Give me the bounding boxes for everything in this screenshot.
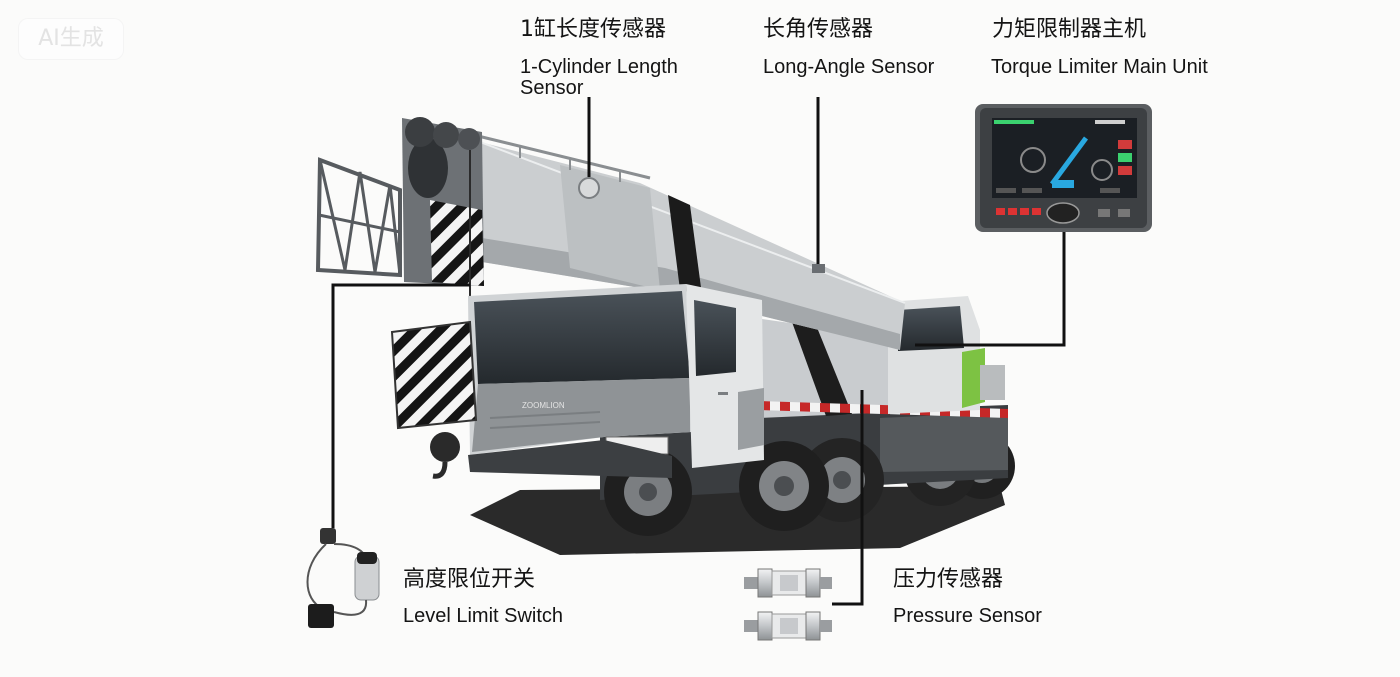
monitor-crane-icon <box>1049 136 1089 186</box>
reflective-tape <box>760 401 1008 418</box>
label-torque-en: Torque Limiter Main Unit <box>991 56 1208 78</box>
sheave <box>405 117 435 147</box>
pressure-sensor <box>744 611 832 641</box>
cab-side-window <box>694 300 736 376</box>
pressure-sensor <box>744 568 832 598</box>
label-pressure-zh: 压力传感器 <box>893 567 1004 592</box>
windshield <box>474 291 690 384</box>
sheave <box>458 128 480 150</box>
truck-cab: ZOOMLION <box>468 284 764 478</box>
front-panel <box>472 378 690 452</box>
hook-block <box>390 320 478 430</box>
door-handle <box>718 392 728 395</box>
side-body-stripe <box>792 322 852 416</box>
boom-head <box>402 117 484 325</box>
label-level-en: Level Limit Switch <box>403 605 564 627</box>
torque-limiter-monitor <box>975 104 1152 232</box>
operator-cab-accent <box>962 348 985 408</box>
label-torque-zh: 力矩限制器主机 <box>992 17 1147 42</box>
leader-line-pressure <box>832 390 864 606</box>
level-limit-switch <box>306 528 380 628</box>
label-cylinder-en: 1-Cylinder Length Sensor <box>520 56 678 99</box>
boom-handrail <box>477 134 651 180</box>
ai-generated-watermark: AI生成 <box>18 18 124 60</box>
label-pressure-en: Pressure Sensor <box>893 605 1042 627</box>
operator-cab <box>888 296 1005 414</box>
front-bumper <box>468 440 672 478</box>
label-cylinder-zh: 1缸长度传感器 <box>520 17 666 42</box>
leader-lines <box>331 97 1066 606</box>
jib-lattice <box>315 157 402 278</box>
monitor-dpad <box>1046 202 1080 224</box>
hook <box>430 432 460 479</box>
label-angle-zh: 长角传感器 <box>763 17 874 42</box>
winch-drum <box>408 138 448 198</box>
monitor-buttons <box>996 202 1130 224</box>
middle-wheel <box>739 441 829 531</box>
leader-line-torque <box>915 232 1066 347</box>
rear-outrigger-box <box>880 412 1008 472</box>
leader-line-level <box>331 283 470 528</box>
switch-box <box>308 604 334 628</box>
angle-sensor <box>812 264 825 273</box>
brand-logo: ZOOMLION <box>522 401 565 410</box>
label-angle-en: Long-Angle Sensor <box>763 56 935 78</box>
switch-connector <box>320 528 336 544</box>
operator-cab-window <box>898 306 964 351</box>
boom-stripe <box>668 195 702 295</box>
cylinder-length-sensor <box>578 177 600 199</box>
sheave <box>433 122 459 148</box>
label-level-zh: 高度限位开关 <box>403 567 536 592</box>
